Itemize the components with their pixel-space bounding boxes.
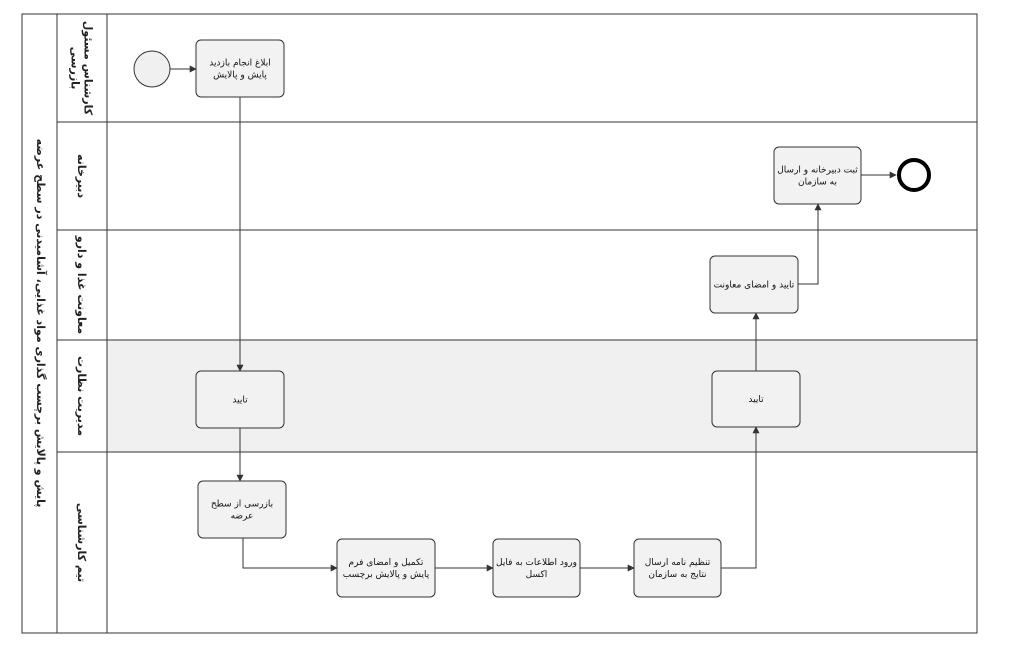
lane-label-secretariat: دبیرخانه — [75, 154, 88, 198]
task-box — [195, 370, 285, 429]
lane-header-team — [56, 451, 108, 634]
lane-label-team: تیم کارشناسی — [75, 503, 88, 582]
flow-inspect-to-form — [242, 538, 338, 572]
task-box — [633, 538, 722, 598]
lane-header-deputy — [56, 229, 108, 341]
lane-label-management: مدیریت نظارت — [75, 356, 88, 436]
task-box — [773, 146, 862, 205]
task-label: تایید — [748, 395, 764, 405]
lane-label-expert: کارشناس مسئولبازرسی — [69, 21, 95, 116]
task-label: تایید — [232, 396, 248, 406]
lane-header-expert — [56, 13, 108, 123]
sequence-flows — [170, 65, 897, 572]
lane-deputy — [106, 229, 978, 341]
task-t7: تایید — [711, 370, 801, 428]
start-event — [133, 50, 171, 88]
task-box — [197, 480, 287, 539]
flow-letter-to-approve — [721, 426, 760, 569]
task-t8: تایید و امضای معاونت — [709, 255, 799, 314]
lane-header-secretariat — [56, 121, 108, 231]
task-box — [709, 255, 799, 314]
task-t2: تایید — [195, 370, 285, 429]
task-box — [336, 538, 436, 598]
pool-title: پایش و پالایش برچسب گذاری مواد غذایی، آش… — [34, 139, 48, 508]
task-box — [492, 538, 581, 598]
task-box — [711, 370, 801, 428]
task-box — [195, 39, 285, 98]
lane-label-deputy: معاونت غذا و دارو — [75, 235, 88, 334]
pool-header — [21, 13, 58, 634]
flow-deputy-to-register — [798, 203, 822, 285]
end-event — [897, 158, 931, 192]
task-label: تایید و امضای معاونت — [714, 281, 795, 291]
lane-header-management — [56, 339, 108, 453]
